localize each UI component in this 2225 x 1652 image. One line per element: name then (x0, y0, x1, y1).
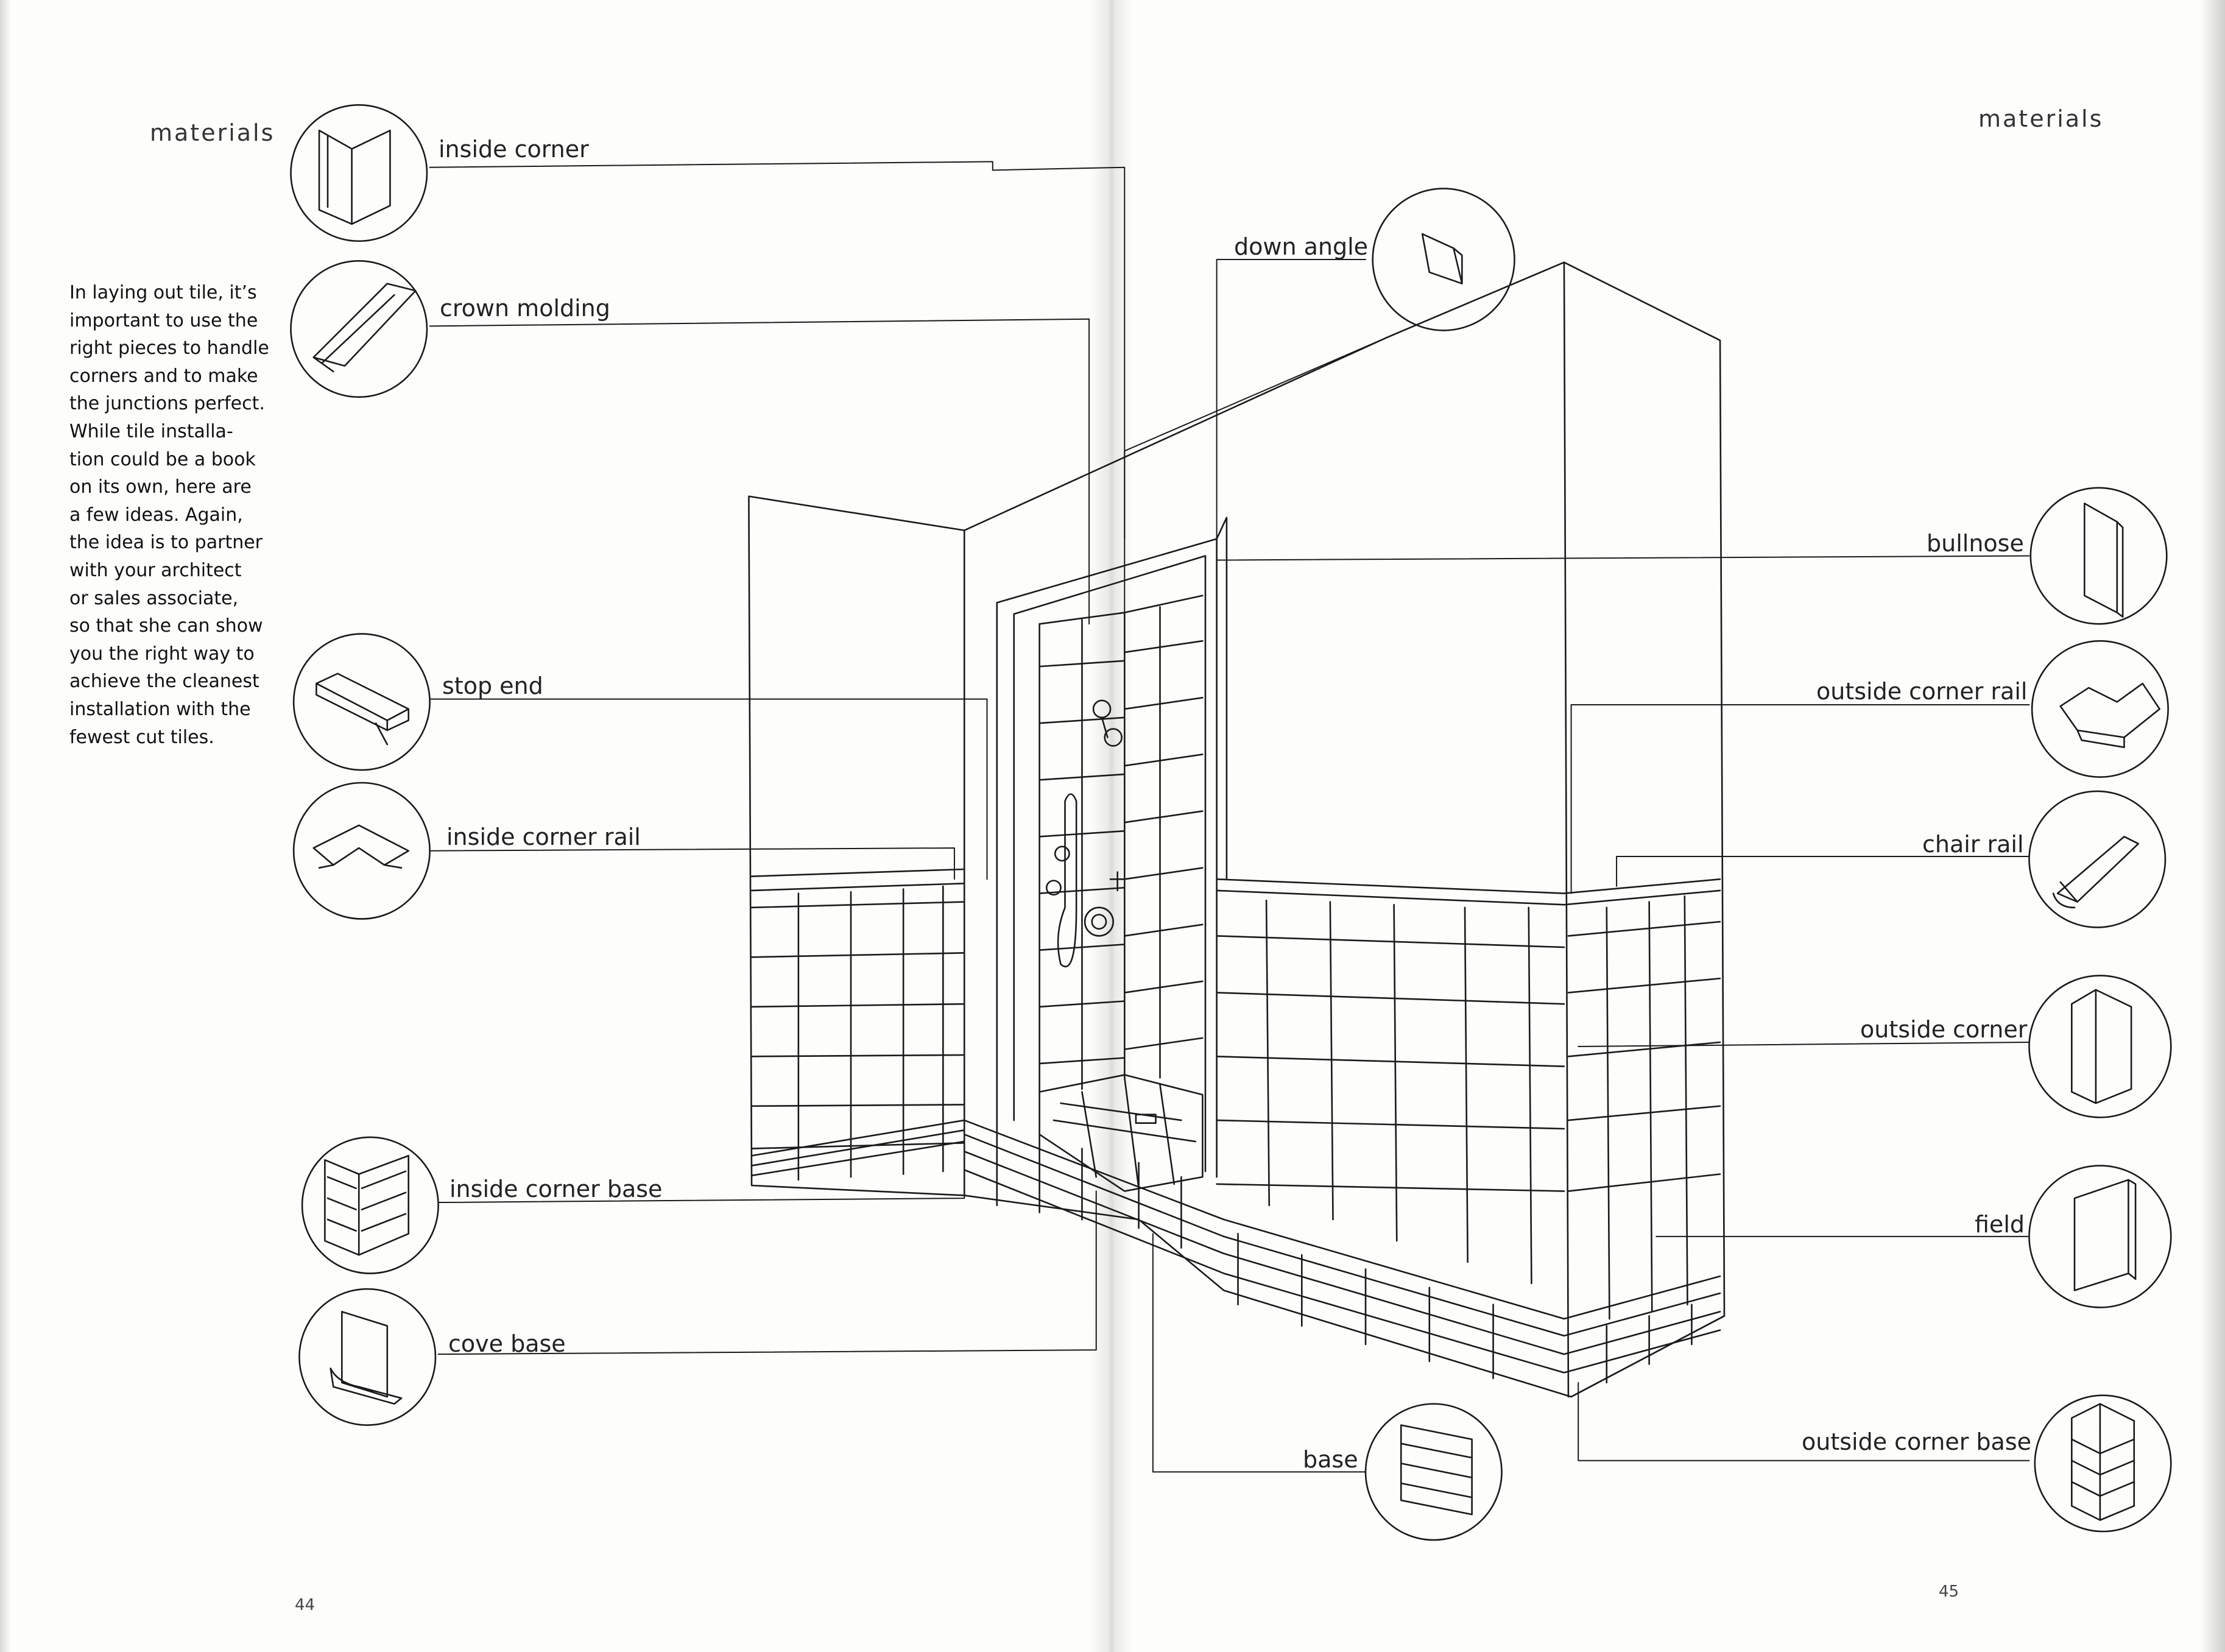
field-tile-icon (2029, 1166, 2171, 1308)
bullnose-tile-icon (2031, 488, 2167, 624)
paragraph-line: corners and to make (69, 365, 258, 387)
label-stop-end: stop end (442, 672, 543, 699)
label-inside-corner-rail: inside corner rail (446, 824, 641, 850)
book-gutter (1090, 0, 1133, 1652)
paragraph-line: with your architect (69, 559, 242, 581)
paragraph-line: important to use the (69, 309, 258, 331)
paragraph-line: so that she can show (69, 615, 263, 637)
label-base: base (1303, 1446, 1358, 1473)
intro-paragraph: In laying out tile, it’s important to us… (69, 279, 277, 751)
paragraph-line: While tile installa- (69, 420, 233, 442)
left-page (0, 0, 1109, 1652)
paragraph-line: the idea is to partner (69, 532, 263, 554)
outside-corner-base-tile-icon (2035, 1396, 2171, 1531)
base-tile-icon (1366, 1404, 1501, 1540)
label-cove-base: cove base (448, 1330, 566, 1357)
paragraph-line: In laying out tile, it’s (69, 282, 257, 303)
label-outside-corner-base: outside corner base (1802, 1428, 2032, 1455)
left-page-number: 44 (295, 1596, 316, 1614)
label-field: field (1975, 1211, 2025, 1238)
paragraph-line: achieve the cleanest (69, 671, 259, 693)
crown-molding-tile-icon (291, 261, 426, 397)
stop-end-tile-icon (294, 634, 429, 770)
inside-corner-base-tile-icon (302, 1137, 438, 1273)
paragraph-line: tion could be a book (69, 448, 256, 470)
right-page-number: 45 (1939, 1583, 1959, 1601)
outside-corner-rail-tile-icon (2032, 641, 2168, 777)
label-outside-corner: outside corner (1860, 1016, 2028, 1043)
paragraph-line: you the right way to (69, 643, 255, 665)
paragraph-line: a few ideas. Again, (69, 504, 243, 526)
outside-corner-tile-icon (2029, 976, 2171, 1118)
inside-corner-rail-tile-icon (294, 783, 429, 919)
paragraph-line: fewest cut tiles. (69, 726, 214, 748)
right-page (1115, 0, 2225, 1652)
left-page-header: materials (150, 119, 275, 146)
label-chair-rail: chair rail (1922, 831, 2024, 858)
label-bullnose: bullnose (1927, 530, 2024, 557)
label-down-angle: down angle (1234, 233, 1369, 260)
paragraph-line: right pieces to handle (69, 337, 269, 359)
paragraph-line: or sales associate, (69, 587, 239, 609)
right-page-header: materials (1978, 105, 2104, 132)
leader-lines (430, 161, 2029, 1472)
left-page-edge (0, 0, 11, 1652)
label-inside-corner: inside corner (439, 136, 589, 163)
label-outside-corner-rail: outside corner rail (1816, 678, 2028, 705)
right-page-edge (2201, 0, 2225, 1652)
shower-enclosure (749, 263, 1724, 1397)
paragraph-line: installation with the (69, 698, 251, 720)
label-inside-corner-base: inside corner base (450, 1176, 663, 1202)
inside-corner-tile-icon (291, 105, 426, 241)
chair-rail-tile-icon (2029, 791, 2165, 927)
down-angle-tile-icon (1373, 189, 1515, 331)
label-crown-molding: crown molding (440, 295, 610, 322)
cove-base-tile-icon (299, 1289, 435, 1425)
paragraph-line: on its own, here are (69, 476, 252, 498)
paragraph-line: the junctions perfect. (69, 393, 265, 415)
